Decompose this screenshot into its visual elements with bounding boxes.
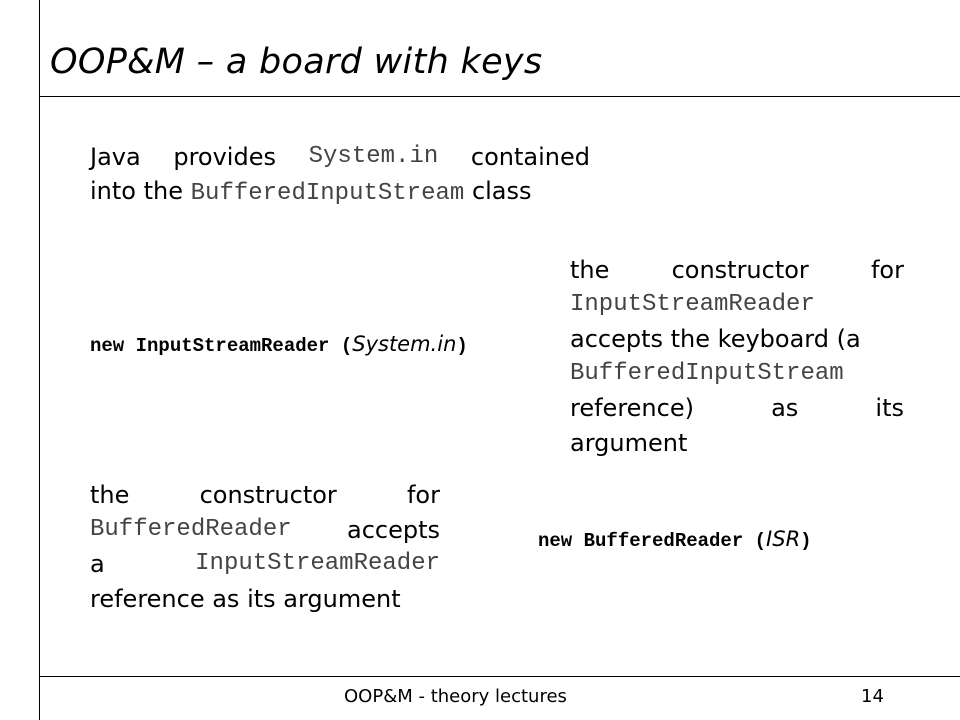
code-close-paren: ) (456, 335, 468, 357)
intro-line-2: into the BufferedInputStream class (90, 174, 590, 211)
desc-word: the (570, 256, 610, 284)
desc-word: reference) (570, 394, 694, 422)
intro-line-1: Java provides System.in contained (90, 140, 590, 174)
desc-word: constructor (671, 256, 809, 284)
desc-code: InputStreamReader (195, 550, 440, 577)
code-argument: System.in (352, 332, 457, 356)
code-keyword: new BufferedReader ( (538, 530, 767, 552)
desc-line: reference) as its (570, 391, 904, 426)
desc-word: for (406, 481, 440, 509)
footer-divider (39, 676, 960, 677)
input-stream-reader-description: the constructor for InputStreamReader ac… (570, 253, 904, 460)
code-buffered-input-stream: BufferedInputStream (190, 180, 465, 207)
desc-word: as (771, 394, 799, 422)
code-argument: ISR (766, 527, 801, 551)
intro-word: provides (173, 143, 276, 171)
desc-line: reference as its argument (90, 584, 401, 613)
left-vertical-rule (39, 0, 40, 720)
desc-code: BufferedReader (90, 515, 292, 543)
title-divider (39, 96, 960, 97)
intro-word: Java (90, 143, 141, 171)
intro-paragraph: Java provides System.in contained into t… (90, 140, 590, 211)
desc-line: the constructor for (570, 253, 904, 288)
desc-line: a InputStreamReader (90, 547, 440, 582)
footer-course-title: OOP&M - theory lectures (344, 686, 567, 707)
code-input-stream-reader: new InputStreamReader (System.in) (90, 332, 468, 357)
code-close-paren: ) (800, 530, 812, 552)
intro-word: contained (470, 143, 590, 171)
intro-word: class (471, 177, 532, 205)
desc-word: constructor (199, 481, 337, 509)
footer-page-number: 14 (861, 686, 884, 707)
desc-line: argument (570, 428, 688, 457)
desc-word: its (875, 394, 904, 422)
desc-code: BufferedInputStream (570, 359, 844, 387)
code-buffered-reader: new BufferedReader (ISR) (538, 527, 812, 552)
buffered-reader-description: the constructor for BufferedReader accep… (90, 478, 440, 616)
desc-line: the constructor for (90, 478, 440, 513)
intro-word: into the (90, 177, 183, 205)
desc-word: the (90, 481, 130, 509)
desc-line: BufferedReader accepts (90, 513, 440, 548)
desc-code: InputStreamReader (570, 290, 815, 318)
code-system-in: System.in (308, 143, 439, 170)
slide-title: OOP&M – a board with keys (50, 42, 543, 82)
desc-line: accepts the keyboard (a (570, 325, 861, 353)
code-keyword: new InputStreamReader ( (90, 335, 353, 357)
desc-word: for (870, 256, 904, 284)
desc-word: accepts (346, 515, 440, 544)
desc-word: a (90, 550, 105, 578)
